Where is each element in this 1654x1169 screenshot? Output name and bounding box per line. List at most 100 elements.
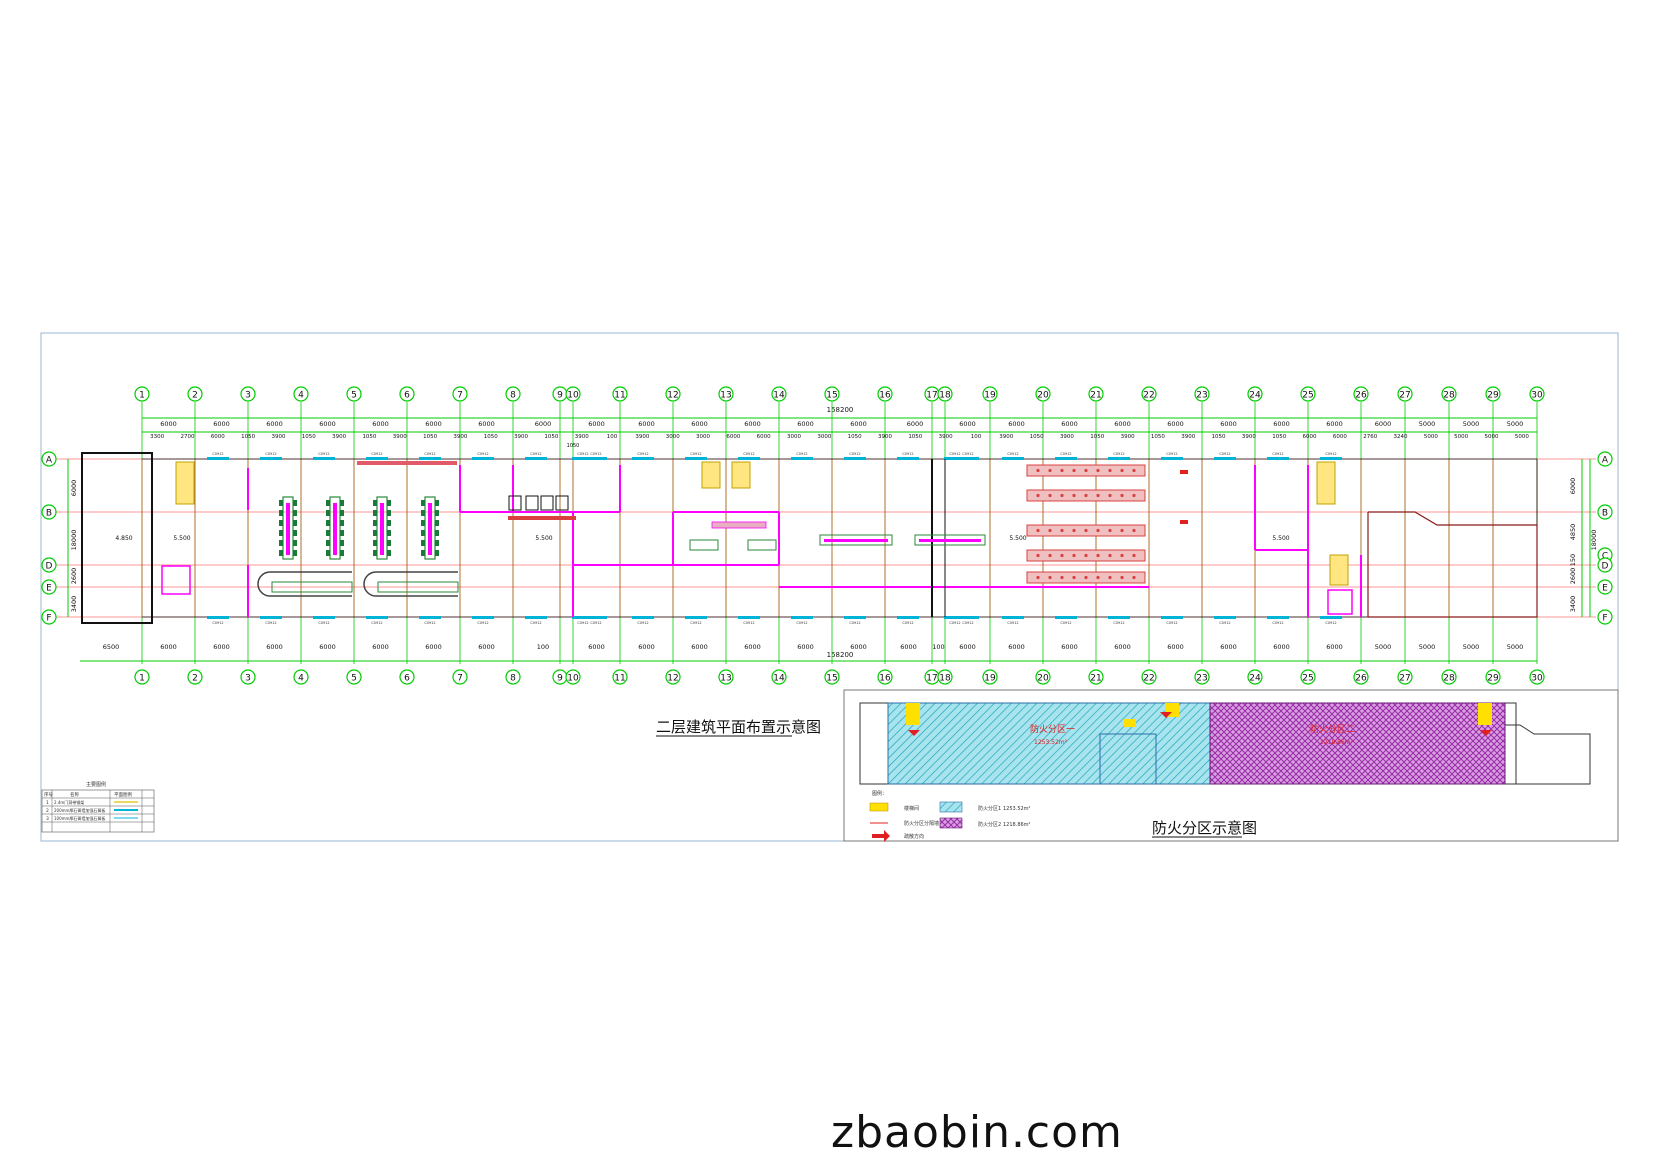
oven-dot bbox=[1096, 528, 1100, 533]
column-bubble-top bbox=[612, 386, 628, 402]
dimension-label-sub: 5000 bbox=[1454, 434, 1468, 440]
total-dimension-bottom: 158200 bbox=[827, 651, 854, 659]
dimension-label-bottom: 6000 bbox=[478, 643, 495, 651]
window-south bbox=[1002, 616, 1024, 619]
oven-dot bbox=[1084, 575, 1088, 580]
column-bubble-top bbox=[399, 386, 415, 402]
oven-dot bbox=[1048, 468, 1052, 473]
window-tag: C0912 bbox=[477, 621, 488, 625]
dimension-label-top: 6000 bbox=[1220, 420, 1237, 428]
oven-dot bbox=[1132, 528, 1136, 533]
window-south bbox=[207, 616, 229, 619]
column-label-bottom: 3 bbox=[245, 674, 251, 684]
equipment-unit bbox=[387, 510, 391, 516]
oven-dot bbox=[1084, 468, 1088, 473]
legend-label: 楼梯间 bbox=[904, 805, 919, 812]
elevation-label: 4.850 bbox=[115, 535, 132, 542]
column-label-bottom: 15 bbox=[826, 674, 837, 684]
dimension-label-right: 3400 bbox=[1569, 596, 1577, 613]
equipment-unit bbox=[387, 520, 391, 526]
oven-dot bbox=[1036, 528, 1040, 533]
tag-label: 1050 bbox=[567, 443, 580, 449]
equipment-rack bbox=[329, 496, 341, 560]
fire-zone-1-area-label: 1253.52m² bbox=[1034, 739, 1068, 746]
oven-dot bbox=[1132, 553, 1136, 558]
window-tag: C0912 bbox=[318, 452, 329, 456]
legend-row-no: 1 bbox=[46, 800, 49, 806]
dimension-label-sub: 3900 bbox=[271, 434, 285, 440]
equipment-unit bbox=[421, 540, 425, 546]
row-bubble-right bbox=[1597, 557, 1613, 573]
equipment-unit bbox=[326, 530, 330, 536]
dimension-label-bottom: 6000 bbox=[266, 643, 283, 651]
column-label-bottom: 25 bbox=[1302, 674, 1313, 684]
row-bubble-left bbox=[41, 451, 57, 467]
stair bbox=[175, 461, 195, 505]
window-tag: C0912 bbox=[690, 621, 701, 625]
dimension-label-top: 5000 bbox=[1463, 420, 1480, 428]
column-bubble-bottom bbox=[1194, 669, 1210, 685]
dimension-label-left: 6000 bbox=[70, 480, 78, 497]
legend-header-no: 序号 bbox=[44, 791, 53, 798]
column-label-top: 27 bbox=[1399, 391, 1410, 401]
window-tag: C0912 bbox=[1325, 452, 1336, 456]
dimension-label-bottom: 6000 bbox=[959, 643, 976, 651]
legend-row-name: 100mm厚石膏墙加强石膏板 bbox=[54, 815, 105, 821]
window-tag: C0912 bbox=[949, 621, 960, 625]
column-bubble-top bbox=[1088, 386, 1104, 402]
dimension-label-top: 6000 bbox=[319, 420, 336, 428]
dimension-label-top: 6000 bbox=[1375, 420, 1392, 428]
column-label-top: 19 bbox=[984, 391, 996, 401]
window-north bbox=[632, 457, 654, 460]
equipment-unit bbox=[293, 500, 297, 506]
u-line-equipment bbox=[271, 581, 353, 593]
window-south bbox=[1267, 616, 1289, 619]
legend-table-title: 主要图例 bbox=[86, 781, 106, 788]
legend-header-name: 名称 bbox=[70, 791, 79, 798]
dimension-label-sub: 3900 bbox=[1181, 434, 1195, 440]
equipment-unit bbox=[279, 550, 283, 556]
conveyor-line bbox=[819, 534, 893, 546]
dimension-label-top: 6000 bbox=[160, 420, 177, 428]
window-north bbox=[1214, 457, 1236, 460]
row-label-right: E bbox=[1602, 584, 1608, 594]
row-bubble-left bbox=[41, 609, 57, 625]
watermark-text: zbaobin.com bbox=[831, 1107, 1123, 1158]
column-label-bottom: 18 bbox=[939, 674, 951, 684]
column-bubble-bottom bbox=[982, 669, 998, 685]
equipment-unit bbox=[326, 540, 330, 546]
column-bubble-bottom bbox=[718, 669, 734, 685]
dimension-label-sub: 1050 bbox=[302, 434, 316, 440]
oven-dot bbox=[1084, 493, 1088, 498]
window-south bbox=[472, 616, 494, 619]
column-label-bottom: 9 bbox=[557, 674, 563, 684]
fire-zone-annex-outline bbox=[1505, 724, 1591, 785]
dimension-label-bottom: 6000 bbox=[1114, 643, 1131, 651]
fire-zone-diagram: 防火分区一 1253.52m² 防火分区二 1218.86m² 图例： 楼梯间 … bbox=[859, 702, 1591, 842]
oven-dot bbox=[1084, 553, 1088, 558]
oven-dot bbox=[1132, 493, 1136, 498]
dimension-label-top: 6000 bbox=[588, 420, 605, 428]
fire-zone-2-label: 防火分区二 bbox=[1310, 723, 1355, 735]
window-tag: C0912 bbox=[371, 621, 382, 625]
window-south bbox=[791, 616, 813, 619]
dimension-label-sub: 3900 bbox=[514, 434, 528, 440]
window-south bbox=[844, 616, 866, 619]
legend-label: 防火分区分隔墙 bbox=[904, 820, 939, 827]
equipment-unit bbox=[373, 540, 377, 546]
evacuation-arrow bbox=[1480, 730, 1492, 736]
equipment-unit bbox=[421, 520, 425, 526]
stair bbox=[701, 461, 721, 489]
row-bubble-right bbox=[1597, 504, 1613, 520]
column-label-bottom: 2 bbox=[192, 674, 198, 684]
window-south bbox=[366, 616, 388, 619]
row-bubble-right bbox=[1597, 609, 1613, 625]
window-south bbox=[1320, 616, 1342, 619]
legend-value: 1218.86m² bbox=[1003, 822, 1031, 828]
window-north bbox=[897, 457, 919, 460]
equipment-unit bbox=[279, 530, 283, 536]
conveyor-core bbox=[824, 539, 888, 542]
window-south bbox=[957, 616, 979, 619]
column-label-top: 28 bbox=[1443, 391, 1455, 401]
dimension-label-sub: 3900 bbox=[1242, 434, 1256, 440]
